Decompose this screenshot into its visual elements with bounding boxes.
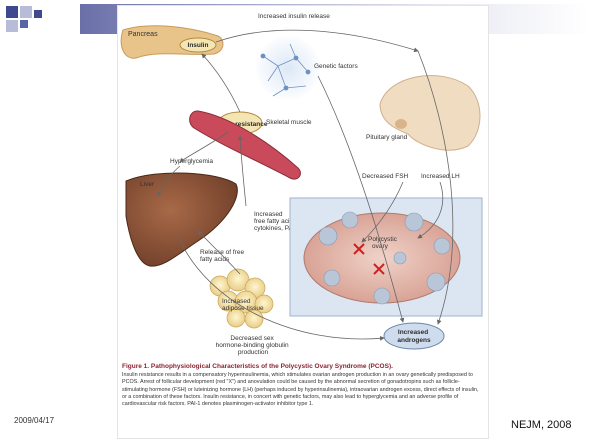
label-skeletal-muscle: Skeletal muscle — [266, 119, 312, 126]
genetic-network — [256, 36, 320, 100]
header-square-dark — [6, 6, 18, 18]
label-increased-lh: Increased LH — [421, 173, 460, 180]
label-decreased-shbg: Decreased sex hormone-binding globulin p… — [216, 335, 291, 356]
label-pituitary-gland: Pituitary gland — [366, 134, 408, 141]
pathophysiology-diagram: Pancreas Insulin Increased insulin relea… — [118, 6, 488, 366]
header-square-light — [6, 20, 18, 32]
label-hyperglycemia: Hyperglycemia — [170, 158, 213, 165]
label-increased-insulin-release: Increased insulin release — [258, 13, 330, 20]
label-insulin: Insulin — [188, 42, 209, 49]
slide-source: NEJM, 2008 — [511, 419, 572, 431]
label-decreased-fsh: Decreased FSH — [362, 173, 409, 180]
node-increased-androgens — [384, 323, 444, 349]
caption-title: Figure 1. Pathophysiological Characteris… — [122, 362, 482, 371]
pituitary-gland — [395, 119, 407, 129]
pcos-figure: Pancreas Insulin Increased insulin relea… — [117, 5, 489, 439]
label-increased-androgens: Increased androgens — [397, 329, 431, 344]
slide-date: 2009/04/17 — [14, 416, 54, 425]
figure-caption: Figure 1. Pathophysiological Characteris… — [122, 362, 482, 434]
header-square-dark — [20, 20, 28, 28]
header-square-dark — [34, 10, 42, 18]
label-genetic-factors: Genetic factors — [314, 63, 358, 70]
header-square-light — [20, 6, 32, 18]
label-pancreas: Pancreas — [128, 31, 158, 38]
label-liver: Liver — [140, 181, 155, 188]
caption-body: Insulin resistance results in a compensa… — [122, 372, 482, 408]
